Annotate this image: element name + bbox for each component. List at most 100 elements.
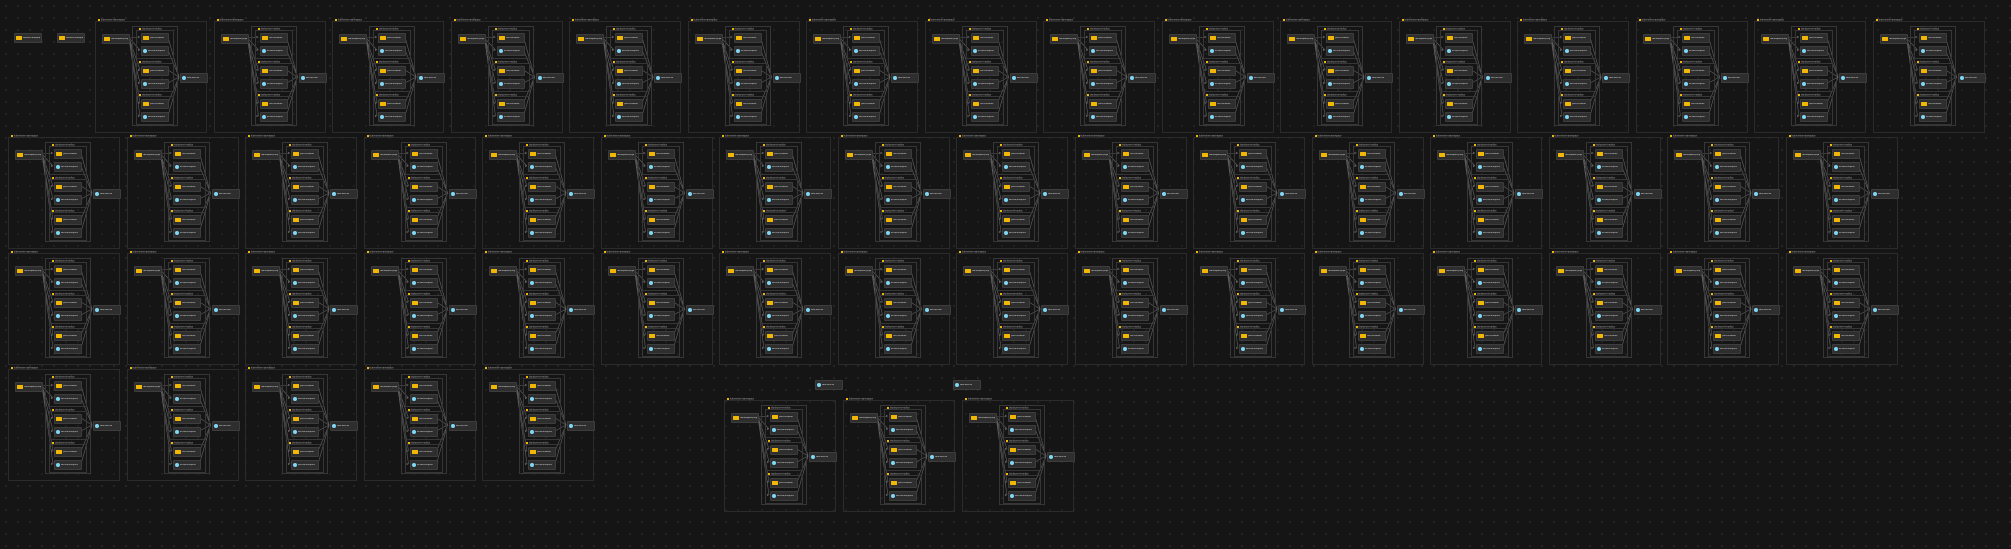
pod-node[interactable]: pod-container bbox=[1207, 66, 1236, 76]
endpoint-node[interactable]: service-endpoint bbox=[378, 112, 406, 122]
pod-node[interactable]: pod-container bbox=[1800, 33, 1828, 43]
service-node[interactable]: web-service bbox=[330, 305, 358, 315]
pod-node[interactable]: pod-container bbox=[409, 215, 438, 225]
endpoint-node[interactable]: service-endpoint bbox=[1008, 425, 1036, 435]
pod-node[interactable]: pod-container bbox=[1357, 331, 1386, 341]
endpoint-node[interactable]: service-endpoint bbox=[1357, 344, 1386, 354]
pod-node[interactable]: pod-container bbox=[172, 414, 201, 424]
pod-node[interactable]: pod-container bbox=[889, 445, 917, 455]
pod-node[interactable]: pod-container bbox=[970, 99, 999, 109]
pod-node[interactable]: pod-container bbox=[1713, 215, 1741, 225]
pod-node[interactable]: pod-container bbox=[883, 298, 912, 308]
service-node[interactable]: web-service bbox=[1047, 452, 1075, 462]
pod-node[interactable]: pod-container bbox=[733, 33, 762, 43]
endpoint-node[interactable]: service-endpoint bbox=[852, 112, 880, 122]
root-node[interactable]: namespace-project bbox=[813, 34, 841, 44]
endpoint-node[interactable]: service-endpoint bbox=[1002, 195, 1030, 205]
pod-node[interactable]: pod-container bbox=[889, 412, 917, 422]
pod-node[interactable]: pod-container bbox=[1800, 99, 1828, 109]
namespace-group[interactable]: kubernetes-namespacenamespace-projectdep… bbox=[363, 252, 477, 365]
service-node[interactable]: web-service bbox=[1128, 73, 1156, 83]
pod-node[interactable]: pod-container bbox=[1120, 265, 1149, 275]
pod-node[interactable]: pod-container bbox=[54, 414, 82, 424]
pod-node[interactable]: pod-container bbox=[54, 381, 82, 391]
pod-node[interactable]: pod-container bbox=[1008, 445, 1036, 455]
root-node[interactable]: namespace-project bbox=[370, 150, 399, 160]
root-node[interactable]: namespace-project bbox=[607, 150, 636, 160]
pod-node[interactable]: pod-container bbox=[970, 66, 999, 76]
endpoint-node[interactable]: service-endpoint bbox=[1239, 195, 1267, 205]
namespace-group[interactable]: kubernetes-namespacenamespace-projectdep… bbox=[956, 136, 1069, 249]
pod-node[interactable]: pod-container bbox=[259, 99, 288, 109]
service-node[interactable]: web-service bbox=[928, 452, 956, 462]
endpoint-node[interactable]: service-endpoint bbox=[1476, 195, 1504, 205]
endpoint-node[interactable]: service-endpoint bbox=[1239, 162, 1267, 172]
pod-node[interactable]: pod-container bbox=[615, 66, 643, 76]
root-node[interactable]: namespace-project bbox=[1200, 266, 1228, 276]
namespace-group[interactable]: kubernetes-namespacenamespace-projectdep… bbox=[806, 20, 919, 133]
namespace-group[interactable]: kubernetes-namespacenamespace-projectdep… bbox=[245, 368, 358, 481]
namespace-group[interactable]: kubernetes-namespacenamespace-projectdep… bbox=[363, 368, 477, 481]
endpoint-node[interactable]: service-endpoint bbox=[852, 46, 880, 56]
pod-node[interactable]: pod-container bbox=[1120, 215, 1149, 225]
service-node[interactable]: web-service bbox=[804, 305, 832, 315]
root-node[interactable]: namespace-project bbox=[220, 34, 249, 44]
endpoint-node[interactable]: service-endpoint bbox=[54, 344, 82, 354]
service-node[interactable]: web-service bbox=[1515, 305, 1543, 315]
namespace-group[interactable]: kubernetes-namespacenamespace-projectdep… bbox=[1074, 252, 1188, 365]
namespace-group[interactable]: kubernetes-namespacenamespace-projectdep… bbox=[213, 20, 327, 133]
pod-node[interactable]: pod-container bbox=[528, 215, 556, 225]
endpoint-node[interactable]: service-endpoint bbox=[528, 311, 556, 321]
root-node[interactable]: namespace-project bbox=[102, 34, 130, 44]
pod-node[interactable]: pod-container bbox=[1120, 182, 1149, 192]
service-node[interactable]: web-service bbox=[1515, 189, 1543, 199]
endpoint-node[interactable]: service-endpoint bbox=[291, 278, 319, 288]
namespace-group[interactable]: kubernetes-namespacenamespace-projectdep… bbox=[600, 252, 714, 365]
endpoint-node[interactable]: service-endpoint bbox=[1681, 112, 1710, 122]
namespace-group[interactable]: kubernetes-namespacenamespace-projectdep… bbox=[1430, 136, 1543, 249]
pod-node[interactable]: pod-container bbox=[852, 99, 880, 109]
namespace-group[interactable]: kubernetes-namespacenamespace-projectdep… bbox=[1785, 252, 1899, 365]
pod-node[interactable]: pod-container bbox=[1444, 33, 1473, 43]
service-node[interactable]: web-service bbox=[891, 73, 919, 83]
namespace-group[interactable]: kubernetes-namespacenamespace-projectdep… bbox=[600, 136, 714, 249]
pod-node[interactable]: pod-container bbox=[1326, 33, 1354, 43]
service-node[interactable]: web-service bbox=[1483, 73, 1512, 83]
endpoint-node[interactable]: service-endpoint bbox=[1831, 162, 1860, 172]
pod-node[interactable]: pod-container bbox=[172, 447, 201, 457]
service-node[interactable]: web-service bbox=[1278, 305, 1306, 315]
endpoint-node[interactable]: service-endpoint bbox=[291, 427, 319, 437]
endpoint-node[interactable]: service-endpoint bbox=[291, 344, 319, 354]
pod-node[interactable]: pod-container bbox=[1089, 66, 1117, 76]
pod-node[interactable]: pod-container bbox=[770, 412, 798, 422]
endpoint-node[interactable]: service-endpoint bbox=[1594, 311, 1623, 321]
pod-node[interactable]: pod-container bbox=[1002, 265, 1030, 275]
namespace-group[interactable]: kubernetes-namespacenamespace-projectdep… bbox=[1548, 136, 1662, 249]
endpoint-node[interactable]: service-endpoint bbox=[646, 344, 675, 354]
endpoint-node[interactable]: service-endpoint bbox=[409, 394, 438, 404]
endpoint-node[interactable]: service-endpoint bbox=[1594, 344, 1623, 354]
endpoint-node[interactable]: service-endpoint bbox=[528, 228, 556, 238]
pod-node[interactable]: pod-container bbox=[646, 265, 675, 275]
pod-node[interactable]: pod-container bbox=[765, 149, 793, 159]
pod-node[interactable]: pod-container bbox=[54, 331, 82, 341]
pod-node[interactable]: pod-container bbox=[291, 447, 319, 457]
endpoint-node[interactable]: service-endpoint bbox=[1918, 112, 1947, 122]
endpoint-node[interactable]: service-endpoint bbox=[54, 427, 82, 437]
pod-node[interactable]: pod-container bbox=[1831, 331, 1860, 341]
endpoint-node[interactable]: service-endpoint bbox=[172, 344, 201, 354]
endpoint-node[interactable]: service-endpoint bbox=[54, 394, 82, 404]
service-node[interactable]: web-service bbox=[1720, 73, 1749, 83]
pod-node[interactable]: pod-container bbox=[1713, 182, 1741, 192]
endpoint-node[interactable]: service-endpoint bbox=[765, 311, 793, 321]
pod-node[interactable]: pod-container bbox=[1918, 33, 1947, 43]
endpoint-node[interactable]: service-endpoint bbox=[1002, 278, 1030, 288]
namespace-group[interactable]: kubernetes-namespacenamespace-projectdep… bbox=[482, 368, 595, 481]
pod-node[interactable]: pod-container bbox=[646, 149, 675, 159]
pod-node[interactable]: pod-container bbox=[1681, 66, 1710, 76]
namespace-group[interactable]: kubernetes-namespacenamespace-projectdep… bbox=[1872, 20, 1986, 133]
pod-node[interactable]: pod-container bbox=[291, 381, 319, 391]
pod-node[interactable]: pod-container bbox=[1476, 298, 1504, 308]
namespace-group[interactable]: kubernetes-namespacenamespace-projectdep… bbox=[924, 20, 1038, 133]
